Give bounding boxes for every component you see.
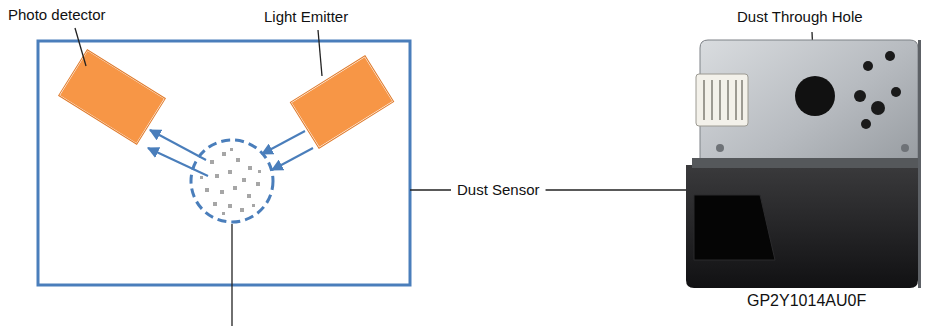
sensor-photo [686,40,921,288]
sensor-outline [38,41,410,285]
dust-particles [200,148,261,215]
model-caption: GP2Y1014AU0F [745,292,868,310]
particle-region [191,140,273,222]
light-emitter-block [290,56,393,148]
part-label: Dust Sensor [455,181,542,199]
light-rays [148,130,313,176]
part-label: Dust Through Hole [735,8,865,26]
part-label: Light Emitter [262,8,350,26]
part-label: Photo detector [6,6,108,24]
photo-detector-block [59,50,166,145]
